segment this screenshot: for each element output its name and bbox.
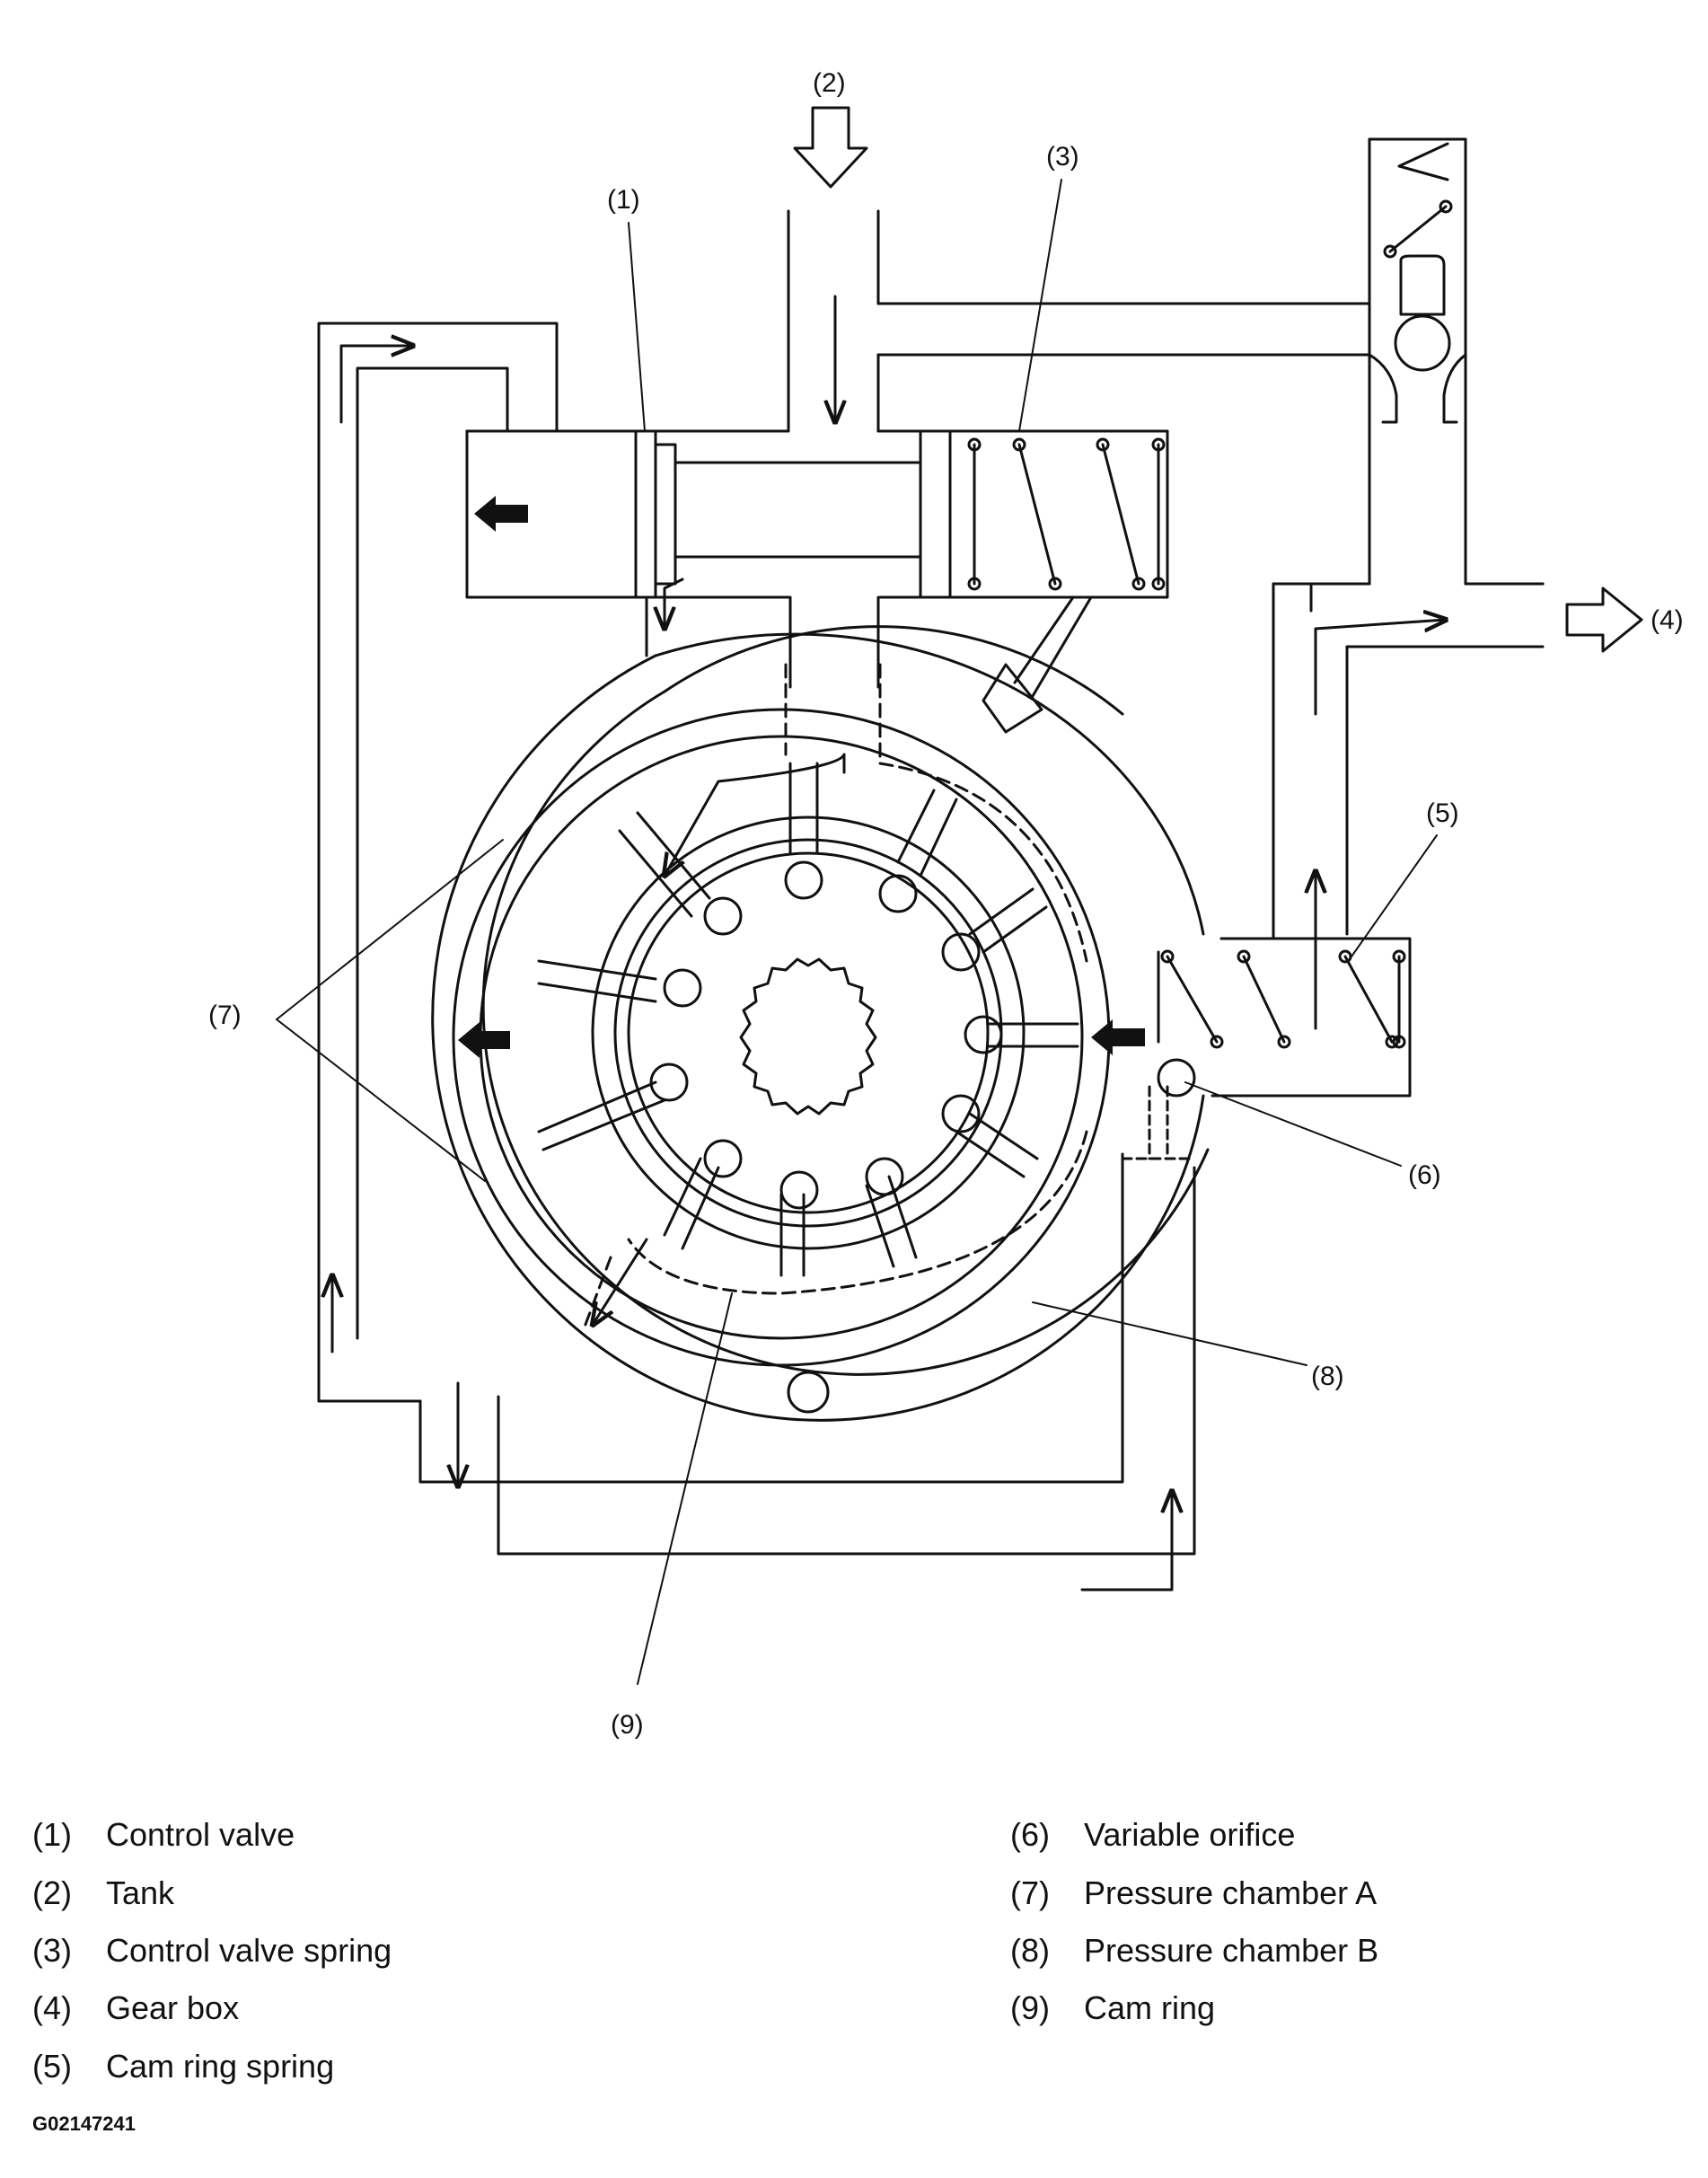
gearbox-arrow — [1565, 586, 1643, 653]
callout-1: (1) — [607, 185, 640, 215]
rotor-vanes — [537, 762, 1079, 1277]
legend-number: (4) — [32, 1989, 72, 2026]
callout-2: (2) — [813, 68, 846, 98]
leader-lines — [276, 179, 1438, 1685]
legend-text: Pressure chamber A — [1084, 1874, 1378, 1911]
legend-number: (6) — [1010, 1816, 1050, 1853]
legend-number: (2) — [32, 1874, 72, 1911]
tank-arrow — [793, 106, 868, 189]
pump-diagram: (1) (2) (3) (4) (5) (6) (7) (8) (9) — [208, 68, 1684, 1740]
callout-4: (4) — [1651, 605, 1684, 635]
dashed-passages — [582, 663, 1088, 1331]
legend-text: Gear box — [106, 1989, 240, 2026]
callout-7: (7) — [208, 1001, 242, 1030]
tank-inlet-pipe — [787, 209, 1371, 433]
control-valve-spring — [967, 437, 1166, 734]
legend-number: (7) — [1010, 1874, 1050, 1911]
pump-housing — [418, 625, 1412, 1556]
legend-number: (9) — [1010, 1989, 1050, 2026]
legend-text: Tank — [106, 1874, 175, 1911]
flow-arrows — [332, 295, 1446, 1592]
callout-5: (5) — [1426, 798, 1459, 828]
splined-shaft — [739, 957, 877, 1115]
callout-8: (8) — [1311, 1362, 1344, 1391]
legend-text: Control valve — [106, 1816, 295, 1853]
cam-ring-spring — [1157, 949, 1406, 1049]
legend-text: Cam ring — [1084, 1989, 1216, 2026]
legend-text: Control valve spring — [106, 1932, 392, 1969]
force-arrows — [458, 496, 1145, 1058]
legend-text: Variable orifice — [1084, 1816, 1296, 1853]
legend-number: (5) — [32, 2048, 72, 2085]
figure-id: G02147241 — [32, 2112, 136, 2135]
legend-text: Cam ring spring — [106, 2048, 335, 2085]
callout-9: (9) — [611, 1710, 644, 1740]
legend-number: (8) — [1010, 1932, 1050, 1969]
legend-number: (3) — [32, 1932, 72, 1969]
callout-3: (3) — [1046, 142, 1079, 172]
legend-number: (1) — [32, 1816, 72, 1853]
pump-rotor — [591, 816, 1026, 1250]
relief-valve — [1272, 137, 1545, 940]
callout-6: (6) — [1408, 1160, 1441, 1190]
gearbox-outlet — [1272, 584, 1543, 940]
variable-orifice — [1157, 1058, 1196, 1098]
legend-text: Pressure chamber B — [1084, 1932, 1379, 1969]
